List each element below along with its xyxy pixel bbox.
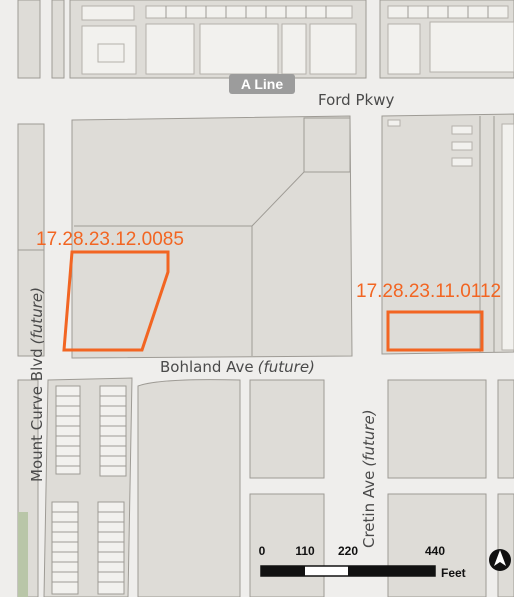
row-houses <box>51 385 127 595</box>
central-buildings <box>387 119 514 351</box>
mount-curve-blvd-name: Mount Curve Blvd <box>28 348 46 482</box>
parcel-outline-0112[interactable] <box>386 310 484 352</box>
cretin-ave-name: Cretin Ave <box>360 471 378 548</box>
scale-unit: Feet <box>441 566 466 580</box>
bohland-ave-qualifier: (future) <box>258 358 315 376</box>
street-label-bohland-ave: Bohland Ave(future) <box>160 358 315 376</box>
a-line-badge-label: A Line <box>241 76 283 92</box>
scale-tick-110: 110 <box>295 544 315 558</box>
north-building-ticks <box>165 6 489 18</box>
scale-tick-440: 440 <box>425 544 445 558</box>
scale-tick-0: 0 <box>259 544 266 558</box>
parcel-label-0112: 17.28.23.11.0112 <box>356 281 501 302</box>
street-label-cretin-ave: Cretin Ave (future) <box>360 409 378 548</box>
green-space <box>18 512 28 597</box>
a-line-badge: A Line <box>229 74 295 94</box>
central-blocks <box>17 113 514 359</box>
scale-bar-segment-3 <box>348 566 435 576</box>
street-label-mount-curve-blvd: Mount Curve Blvd (future) <box>28 287 46 482</box>
bohland-ave-name: Bohland Ave <box>160 358 254 376</box>
row-house-dividers <box>52 395 126 583</box>
parcel-outline-0085[interactable] <box>62 250 170 352</box>
street-label-ford-pkwy: Ford Pkwy <box>318 91 394 109</box>
scale-tick-220: 220 <box>338 544 358 558</box>
scale-bar: 0 110 220 440 Feet <box>259 544 466 580</box>
parcel-label-0085: 17.28.23.12.0085 <box>36 229 184 250</box>
north-buildings <box>81 5 514 75</box>
north-arrow-icon <box>489 549 511 571</box>
cretin-ave-qualifier: (future) <box>360 409 378 466</box>
mount-curve-blvd-qualifier: (future) <box>28 287 46 344</box>
scale-bar-segment-1 <box>261 566 305 576</box>
